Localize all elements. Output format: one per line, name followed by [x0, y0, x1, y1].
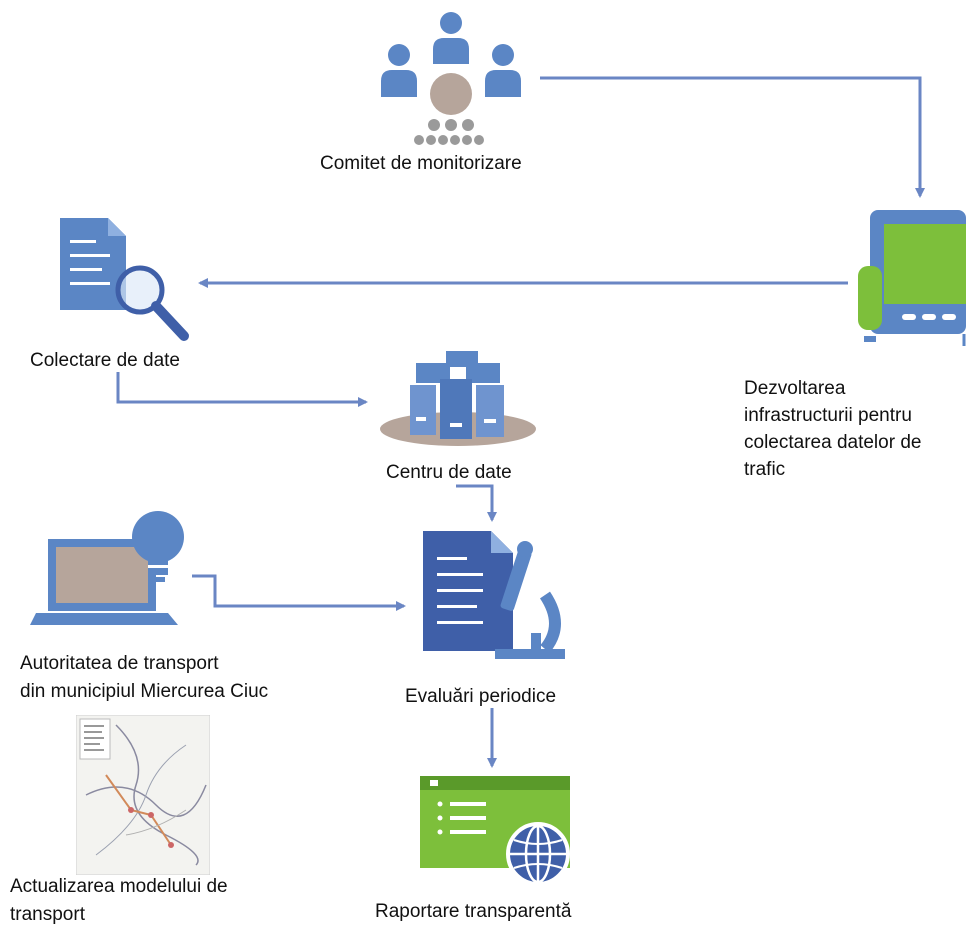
traffic-counter-device-icon: [858, 210, 966, 346]
node-comitet-label: Comitet de monitorizare: [320, 153, 522, 174]
edge-centru-to-evaluari: [456, 484, 497, 522]
node-raportare-label: Raportare transparentă: [375, 901, 572, 922]
document-microscope-icon: [423, 531, 565, 659]
node-dezvoltarea-label-4: trafic: [744, 459, 786, 480]
node-dezvoltarea-label-3: colectarea datelor de: [744, 432, 922, 453]
node-raportare: Raportare transparentă: [370, 770, 630, 930]
web-report-globe-icon: [420, 776, 570, 886]
node-dezvoltarea-label-2: infrastructurii pentru: [744, 405, 912, 426]
node-comitet: Comitet de monitorizare: [300, 0, 600, 190]
node-actualizarea-label-1: Actualizarea modelului de: [10, 876, 228, 897]
node-actualizarea-label-2: transport: [10, 904, 85, 925]
node-actualizarea: Actualizarea modelului de transport: [10, 715, 340, 930]
node-autoritatea: Autoritatea de transport din municipiul …: [20, 505, 380, 715]
edge-comitet-to-dezvoltarea: [540, 76, 925, 198]
data-center-icon: [380, 351, 536, 446]
node-centru: Centru de date: [370, 345, 560, 490]
laptop-lightbulb-icon: [30, 511, 184, 625]
transport-map-image: [76, 715, 210, 875]
node-dezvoltarea-label-1: Dezvoltarea: [744, 378, 846, 399]
node-autoritatea-label-1: Autoritatea de transport: [20, 653, 219, 674]
node-colectare-label: Colectare de date: [30, 350, 180, 371]
node-evaluari: Evaluări periodice: [395, 525, 625, 710]
node-dezvoltarea: Dezvoltarea infrastructurii pentru colec…: [740, 200, 966, 500]
node-autoritatea-label-2: din municipiul Miercurea Ciuc: [20, 681, 269, 702]
node-colectare: Colectare de date: [30, 205, 250, 380]
edge-autoritatea-to-evaluari: [192, 574, 406, 611]
document-search-icon: [60, 218, 189, 341]
node-evaluari-label: Evaluări periodice: [405, 686, 557, 707]
node-centru-label: Centru de date: [386, 462, 512, 483]
edge-colectare-to-centru: [116, 372, 368, 407]
people-group-icon: [381, 12, 521, 145]
